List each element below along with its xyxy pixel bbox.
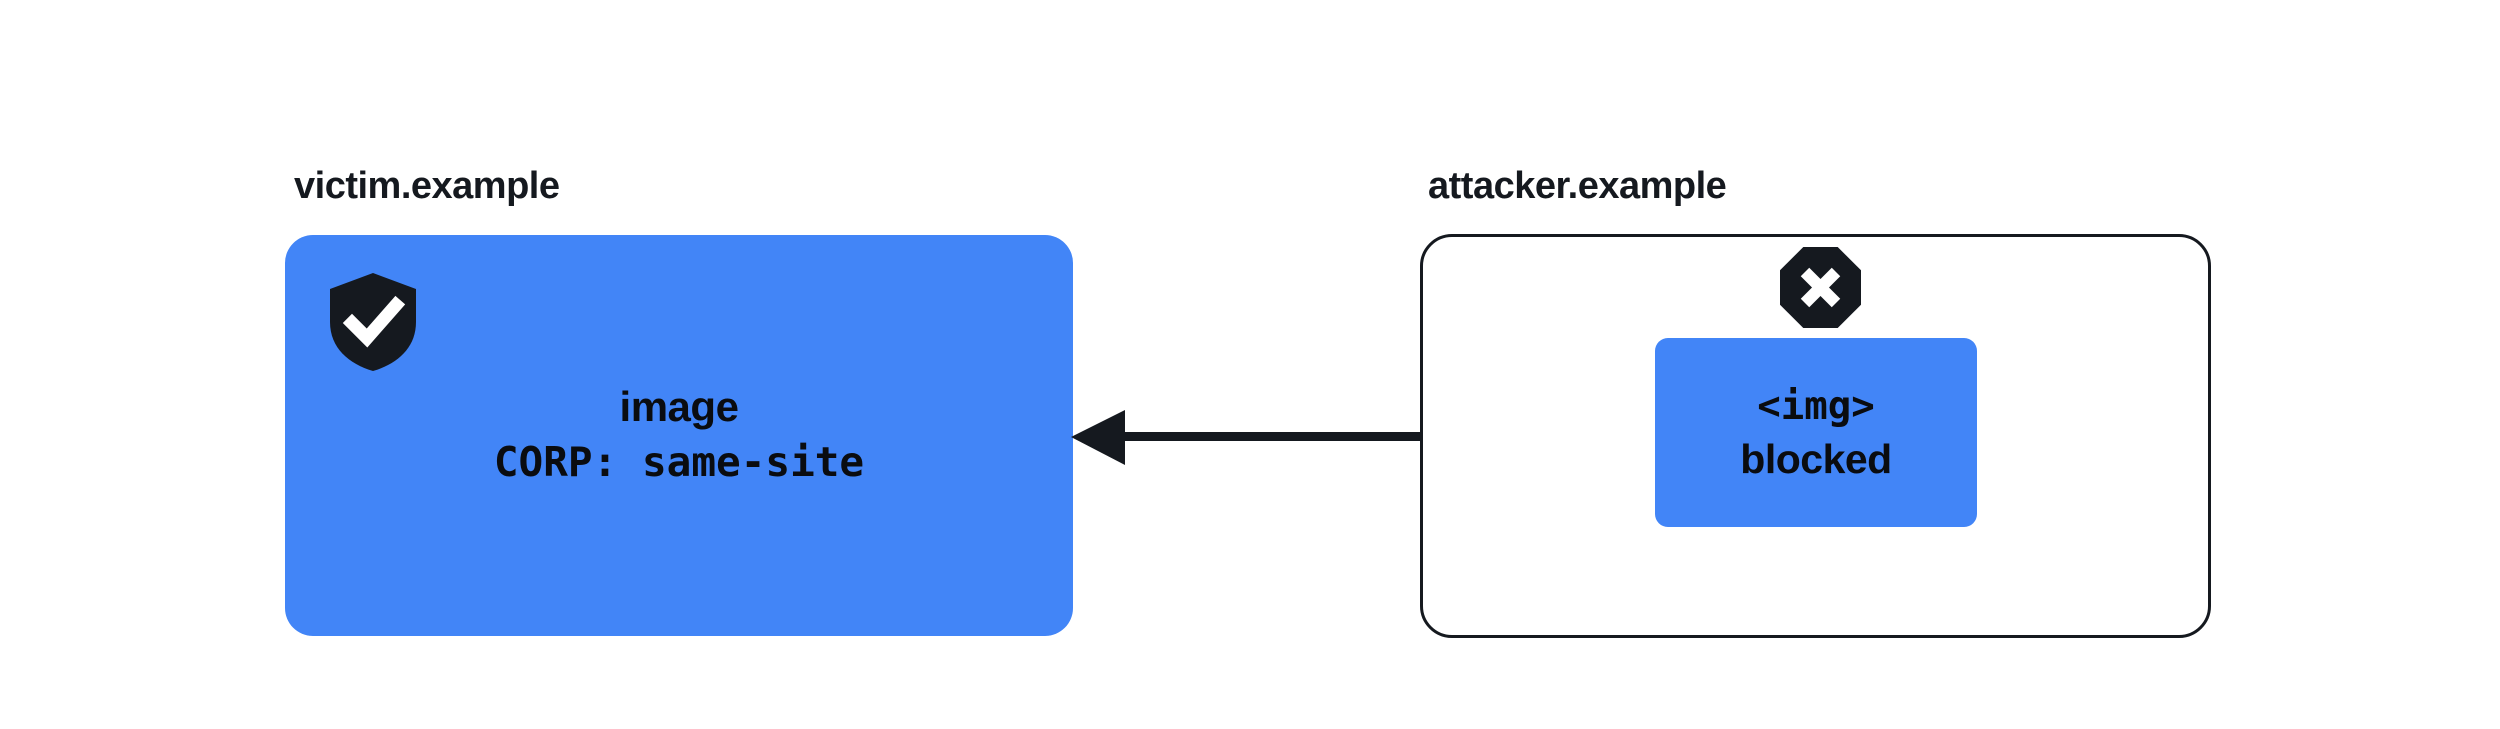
attacker-request-box: <img> blocked	[1655, 338, 1977, 527]
victim-resource-name: image	[619, 383, 739, 430]
shield-check-icon	[328, 272, 418, 372]
attacker-request-status: blocked	[1740, 435, 1892, 482]
victim-corp-header: CORP: same-site	[493, 438, 865, 486]
attacker-origin-label: attacker.example	[1428, 165, 1727, 207]
octagon-x-icon	[1779, 246, 1862, 329]
blocked-request-arrow	[1065, 408, 1665, 470]
victim-resource-text: image CORP: same-site	[285, 380, 1073, 490]
victim-resource-box	[285, 235, 1073, 636]
victim-origin-label: victim.example	[294, 165, 560, 207]
attacker-request-tag: <img>	[1757, 383, 1875, 429]
